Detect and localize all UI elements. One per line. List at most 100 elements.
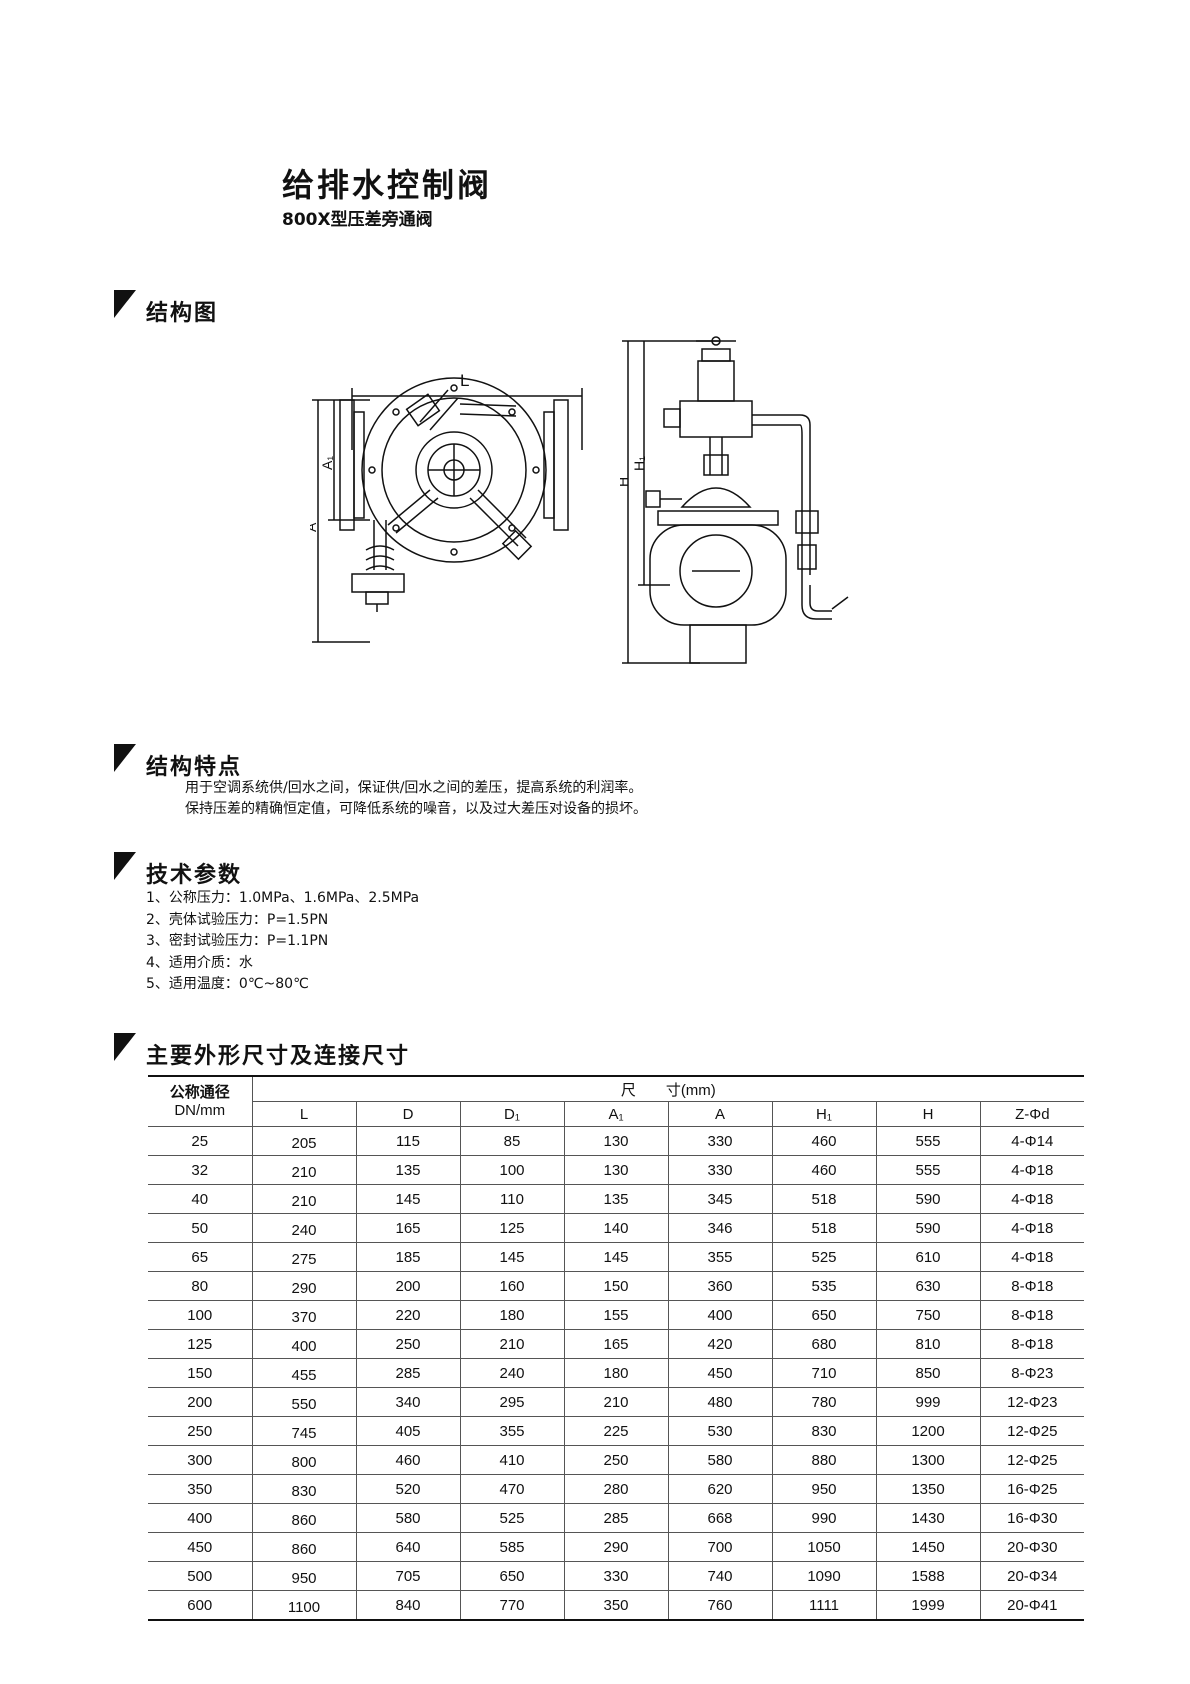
section-heading-features: 结构特点 [146,754,243,780]
table-cell: 285 [355,1358,461,1388]
table-cell: 525 [771,1242,877,1272]
table-cell: 25 [148,1126,253,1156]
table-cell: 1430 [875,1503,981,1533]
table-cell: 115 [355,1126,461,1156]
table-cell: 300 [148,1445,253,1475]
table-cell: 240 [459,1358,565,1388]
table-cell: 140 [563,1213,669,1243]
table-column-header: H [875,1101,981,1127]
dim-label-H: H [620,477,631,487]
table-cell: 285 [563,1503,669,1533]
features-line-1: 用于空调系统供/回水之间，保证供/回水之间的差压，提高系统的利润率。 [185,780,643,796]
table-cell: 525 [459,1503,565,1533]
table-cell: 8-Φ23 [979,1358,1085,1388]
table-cell: 280 [563,1474,669,1504]
table-cell: 65 [148,1242,253,1272]
table-cell: 580 [667,1445,773,1475]
table-cell: 950 [771,1474,877,1504]
section-heading-dimensions: 主要外形尺寸及连接尺寸 [146,1043,411,1069]
table-cell: 20-Φ41 [979,1590,1085,1621]
table-cell: 160 [459,1271,565,1301]
table-cell: 530 [667,1416,773,1446]
table-cell: 1100 [251,1590,357,1621]
table-cell: 520 [355,1474,461,1504]
table-cell: 668 [667,1503,773,1533]
table-cell: 295 [459,1387,565,1417]
features-text: 用于空调系统供/回水之间，保证供/回水之间的差压，提高系统的利润率。 保持压差的… [185,778,647,820]
table-cell: 16-Φ25 [979,1474,1085,1504]
table-cell: 350 [563,1590,669,1621]
table-header-dimensions: 尺 寸(mm) [251,1075,1085,1102]
table-cell: 250 [355,1329,461,1359]
dim-label-H1: H₁ [631,456,647,471]
table-cell: 830 [251,1474,357,1504]
tech-param-item: 2、壳体试验压力：P=1.5PN [146,911,329,928]
table-cell: 125 [148,1329,253,1359]
table-cell: 850 [875,1358,981,1388]
table-cell: 340 [355,1387,461,1417]
table-cell: 240 [251,1213,357,1243]
table-cell: 150 [148,1358,253,1388]
table-cell: 4-Φ18 [979,1242,1085,1272]
table-cell: 610 [875,1242,981,1272]
table-cell: 20-Φ30 [979,1532,1085,1562]
section-heading-tech-params: 技术参数 [146,862,243,888]
table-cell: 470 [459,1474,565,1504]
table-cell: 330 [667,1155,773,1185]
table-cell: 200 [148,1387,253,1417]
table-cell: 40 [148,1184,253,1214]
table-cell: 760 [667,1590,773,1621]
table-cell: 1588 [875,1561,981,1591]
table-cell: 210 [459,1329,565,1359]
table-cell: 210 [251,1155,357,1185]
table-cell: 555 [875,1126,981,1156]
table-cell: 130 [563,1155,669,1185]
table-cell: 370 [251,1300,357,1330]
table-header-dn: 公称通径 DN/mm [148,1075,253,1127]
table-cell: 180 [563,1358,669,1388]
table-cell: 12-Φ25 [979,1445,1085,1475]
table-cell: 12-Φ23 [979,1387,1085,1417]
tech-param-item: 1、公称压力：1.0MPa、1.6MPa、2.5MPa [146,890,420,906]
table-cell: 1450 [875,1532,981,1562]
dimensions-table: 公称通径 DN/mm 尺 寸(mm) L D D₁ A₁ A H₁ H Z-Φd… [148,1075,1085,1621]
table-column-header: H₁ [771,1101,877,1127]
table-cell: 810 [875,1329,981,1359]
table-cell: 275 [251,1242,357,1272]
table-column-header: A [667,1101,773,1127]
tech-param-item: 3、密封试验压力：P=1.1PN [146,933,329,949]
table-cell: 590 [875,1184,981,1214]
table-cell: 330 [667,1126,773,1156]
table-cell: 345 [667,1184,773,1214]
table-cell: 640 [355,1532,461,1562]
table-cell: 350 [148,1474,253,1504]
table-header-dn-line1: 公称通径 [169,1083,230,1101]
table-cell: 800 [251,1445,357,1475]
table-cell: 590 [875,1213,981,1243]
table-cell: 680 [771,1329,877,1359]
table-cell: 8-Φ18 [979,1300,1085,1330]
table-cell: 135 [563,1184,669,1214]
table-cell: 225 [563,1416,669,1446]
table-cell: 710 [771,1358,877,1388]
table-cell: 200 [355,1271,461,1301]
table-cell: 250 [563,1445,669,1475]
table-cell: 290 [251,1271,357,1301]
table-cell: 400 [148,1503,253,1533]
table-cell: 550 [251,1387,357,1417]
table-cell: 600 [148,1590,253,1621]
table-cell: 700 [667,1532,773,1562]
table-cell: 630 [875,1271,981,1301]
dim-label-A: A [310,522,319,532]
table-cell: 830 [771,1416,877,1446]
table-cell: 705 [355,1561,461,1591]
table-cell: 1050 [771,1532,877,1562]
table-cell: 1999 [875,1590,981,1621]
